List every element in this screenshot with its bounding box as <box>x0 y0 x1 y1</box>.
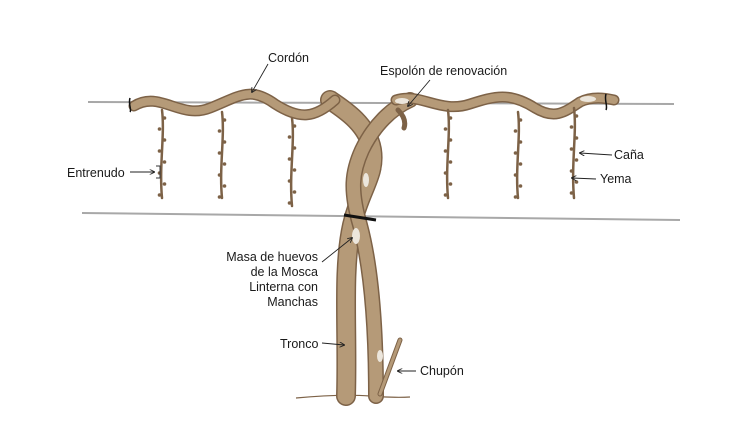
cane-2 <box>219 110 225 200</box>
bud <box>162 160 167 164</box>
bud <box>518 184 523 188</box>
bud <box>292 146 297 150</box>
trunk <box>320 90 418 406</box>
bud <box>217 151 222 155</box>
bud <box>574 136 579 140</box>
bud <box>569 125 574 129</box>
canes-group <box>157 106 579 208</box>
internode-bracket <box>156 165 161 179</box>
bud <box>448 182 453 186</box>
bud <box>448 138 453 142</box>
left-cordon-tie <box>128 97 132 113</box>
label-yema: Yema <box>600 172 632 186</box>
cane-3 <box>289 116 295 208</box>
bud <box>287 201 292 205</box>
bud <box>217 195 222 199</box>
bud <box>217 173 222 177</box>
label-cana: Caña <box>614 148 644 162</box>
bud <box>518 140 523 144</box>
label-masa-line-3: Linterna con <box>249 280 318 294</box>
left-cordon <box>128 88 341 121</box>
bud <box>222 140 227 144</box>
bud <box>287 135 292 139</box>
bud <box>287 179 292 183</box>
trunk-tie <box>343 213 377 222</box>
bud <box>443 171 448 175</box>
cane-4 <box>445 108 451 200</box>
bud <box>513 195 518 199</box>
bud <box>448 160 453 164</box>
cane-6 <box>571 106 577 200</box>
bud <box>292 124 297 128</box>
bud <box>443 193 448 197</box>
bud <box>569 147 574 151</box>
label-tronco: Tronco <box>280 337 318 351</box>
bud <box>287 157 292 161</box>
label-chupon: Chupón <box>420 364 464 378</box>
bud <box>574 158 579 162</box>
cane-1 <box>159 108 165 200</box>
bud <box>222 184 227 188</box>
bud <box>513 151 518 155</box>
bud <box>518 162 523 166</box>
bud <box>222 162 227 166</box>
bud <box>157 149 162 153</box>
label-masa-line-4: Manchas <box>267 295 318 309</box>
bud <box>574 114 579 118</box>
bud <box>292 168 297 172</box>
renewal-spur <box>395 107 408 131</box>
bud <box>157 193 162 197</box>
label-espolon: Espolón de renovación <box>380 64 507 78</box>
label-entrenudo: Entrenudo <box>67 166 125 180</box>
leader-lines <box>130 63 613 371</box>
label-cordon: Cordón <box>268 51 309 65</box>
label-masa-line-1: Masa de huevos <box>226 250 318 264</box>
bud <box>569 191 574 195</box>
bud <box>162 182 167 186</box>
bud <box>574 180 579 184</box>
cane-5 <box>515 110 521 200</box>
bud <box>443 149 448 153</box>
bud <box>513 129 518 133</box>
bud <box>162 138 167 142</box>
right-cordon-tie <box>604 93 608 111</box>
bud <box>222 118 227 122</box>
bud <box>518 118 523 122</box>
bud <box>513 173 518 177</box>
egg-masses <box>352 96 596 362</box>
bud <box>162 116 167 120</box>
bud <box>292 190 297 194</box>
bud <box>443 127 448 131</box>
bud <box>217 129 222 133</box>
bud <box>448 116 453 120</box>
bud <box>157 127 162 131</box>
label-masa-line-2: de la Mosca <box>251 265 318 279</box>
bottom-trellis-wire <box>81 212 681 221</box>
bud <box>569 169 574 173</box>
